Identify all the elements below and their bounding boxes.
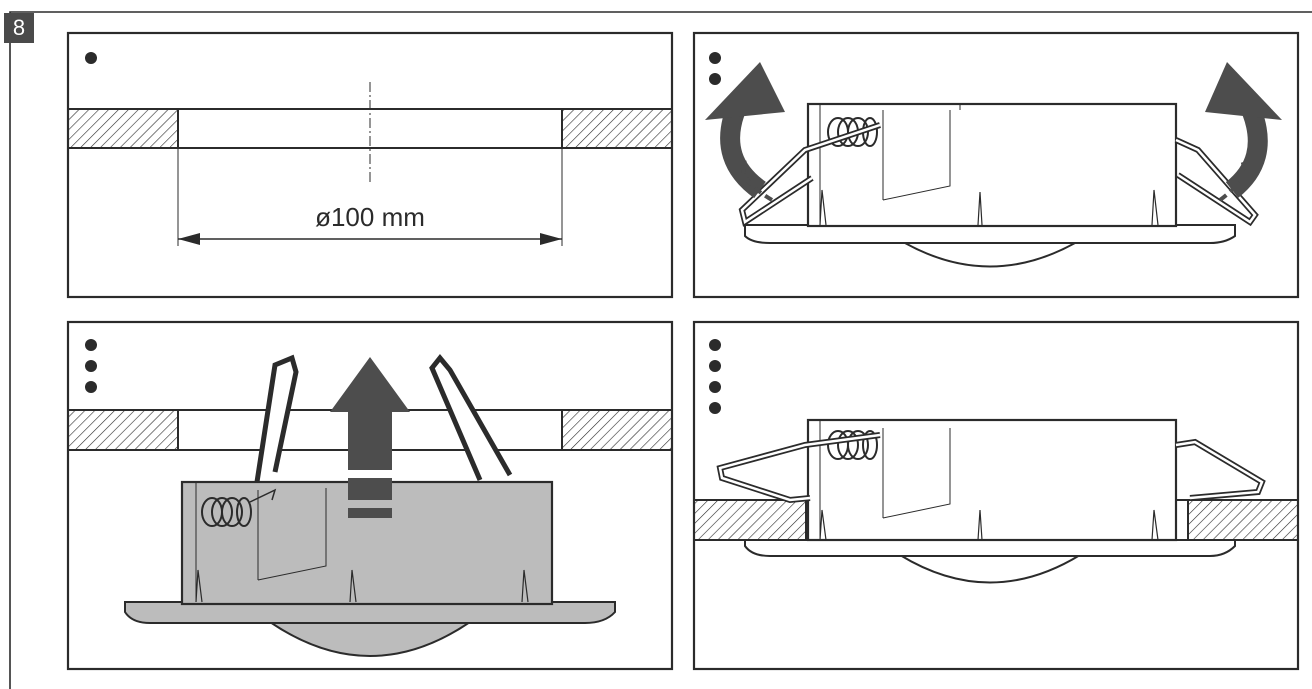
spring-clip-right [429, 354, 513, 481]
ceiling-section-left [67, 108, 179, 149]
detector-lens [904, 242, 1076, 268]
detector-flange [744, 224, 1236, 244]
rotate-arrow-right-icon [1205, 62, 1282, 202]
spring-icon [201, 497, 252, 527]
detector-housing [806, 102, 1178, 228]
rotate-arrow-left-icon [705, 62, 785, 202]
panel-step-1: ø100 mm [66, 31, 674, 299]
step-dot [709, 381, 721, 393]
step-dot [709, 360, 721, 372]
detector-flange [744, 539, 1236, 557]
detector-housing [180, 480, 554, 606]
step-dot [85, 360, 97, 372]
step-dot [709, 339, 721, 351]
figure-number: 8 [4, 13, 34, 43]
detector-lens [899, 554, 1081, 584]
panel-step-3 [66, 320, 674, 671]
step-dot [85, 381, 97, 393]
ceiling-section-right [561, 409, 673, 451]
step-dot [709, 402, 721, 414]
step-dot [85, 339, 97, 351]
step-dot [709, 73, 721, 85]
detector-flange [124, 601, 616, 624]
spring-clip-left [252, 354, 299, 496]
step-dot [709, 52, 721, 64]
spring-icon [827, 430, 878, 460]
diameter-label: ø100 mm [315, 202, 425, 232]
panel-step-4 [692, 320, 1300, 671]
detector-lens [269, 621, 471, 657]
panel-step-2 [692, 31, 1300, 299]
ceiling-section-left [693, 499, 807, 541]
ceiling-section-left [67, 409, 179, 451]
step-dot [85, 52, 97, 64]
detector-housing [806, 418, 1178, 542]
ceiling-section-right [561, 108, 673, 149]
push-up-arrow-icon [330, 357, 410, 518]
ceiling-section-right [1187, 499, 1299, 541]
figure-frame [9, 11, 1312, 689]
